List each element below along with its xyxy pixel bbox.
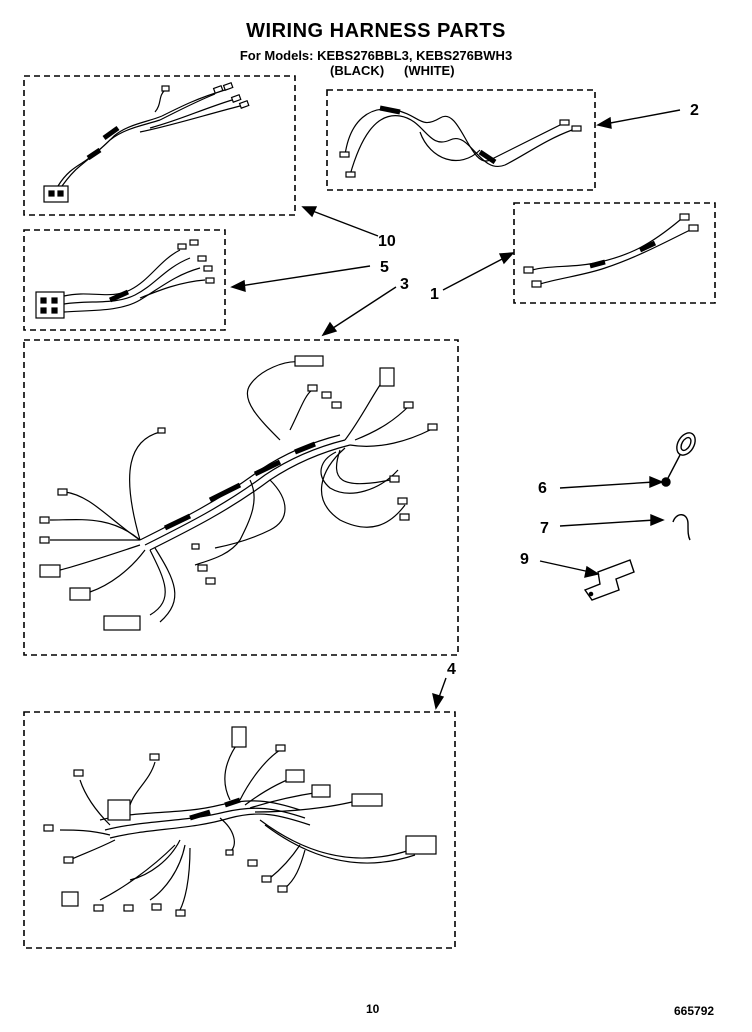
callout-5: 5 xyxy=(380,259,389,276)
harness-3-drawing xyxy=(39,355,438,631)
harness-2-drawing xyxy=(339,105,582,178)
leader-line-9 xyxy=(539,560,591,573)
harness-box-1 xyxy=(513,202,716,304)
leader-line-10 xyxy=(309,209,379,237)
callout-1: 1 xyxy=(430,286,439,303)
harness-10-drawing xyxy=(43,81,250,203)
page-title: WIRING HARNESS PARTS xyxy=(246,20,506,42)
page-number: 10 xyxy=(366,1002,380,1016)
harness-box-5 xyxy=(23,229,226,331)
callout-2: 2 xyxy=(690,102,699,119)
callout-10: 10 xyxy=(378,233,396,250)
leader-line-6 xyxy=(559,481,655,489)
callout-4: 4 xyxy=(447,661,456,678)
doc-number: 665792 xyxy=(674,1004,715,1018)
harness-box-2 xyxy=(326,89,596,191)
bracket-part-9 xyxy=(583,559,635,601)
harness-1-drawing xyxy=(523,213,699,288)
color-white-label: (WHITE) xyxy=(404,63,455,78)
leader-line-5 xyxy=(239,265,371,287)
models-line: For Models: KEBS276BBL3, KEBS276BWH3 xyxy=(239,48,513,63)
callout-6: 6 xyxy=(538,480,547,497)
leader-line-3 xyxy=(329,286,397,331)
harness-5-drawing xyxy=(35,239,215,319)
leader-line-2 xyxy=(604,109,681,125)
callout-7: 7 xyxy=(540,520,549,537)
color-black-label: (BLACK) xyxy=(330,63,385,78)
harness-4-drawing xyxy=(43,726,437,917)
grommet-part-6 xyxy=(661,432,696,487)
harness-box-3 xyxy=(23,339,459,656)
callout-3: 3 xyxy=(400,276,409,293)
leader-line-1 xyxy=(442,256,507,291)
clip-part-7 xyxy=(672,514,691,541)
harness-box-4 xyxy=(23,711,456,949)
harness-box-10 xyxy=(23,75,296,216)
callout-9: 9 xyxy=(520,551,529,568)
leader-line-7 xyxy=(559,519,656,527)
